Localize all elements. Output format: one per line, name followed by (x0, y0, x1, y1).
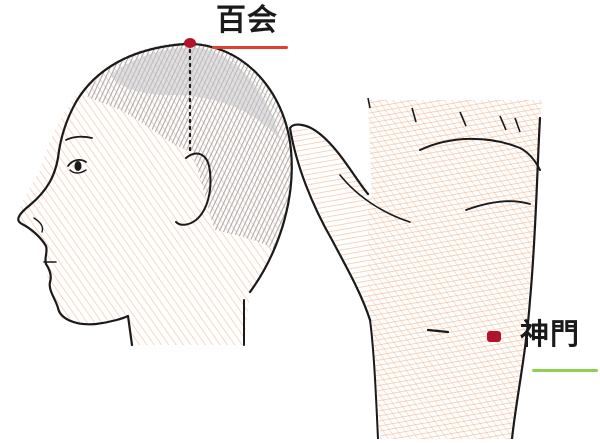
hand-wrist-icon (290, 98, 542, 439)
point-label-top: 百会 (216, 6, 278, 36)
wrist-label-underline (532, 369, 598, 372)
top-label-underline (212, 46, 288, 49)
point-label-wrist: 神門 (520, 320, 580, 349)
point-dot-top (184, 38, 196, 48)
point-dot-wrist (487, 331, 501, 342)
head-profile-icon (18, 38, 293, 345)
